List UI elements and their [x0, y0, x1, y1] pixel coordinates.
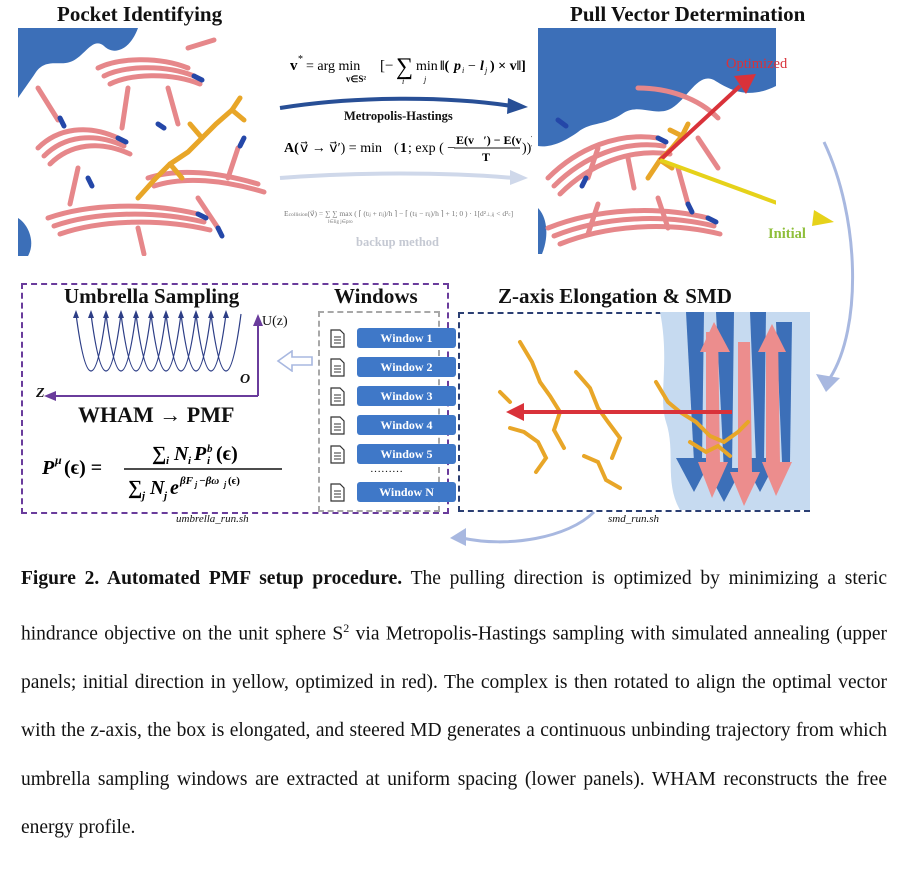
smd-script-label: smd_run.sh	[608, 513, 660, 525]
flow-arrow-right-down	[816, 141, 854, 392]
svg-text:μ: μ	[54, 453, 62, 467]
pmf-equation: P μ (ϵ) = ∑ i N i P b i (ϵ) ∑ j N j e βF…	[42, 443, 282, 502]
svg-text:1: 1	[400, 141, 407, 156]
caption-superscript: 2	[343, 620, 350, 635]
svg-text:A(: A(	[284, 141, 299, 156]
svg-text:i: i	[166, 455, 170, 467]
metropolis-arrow	[279, 96, 528, 114]
svg-text:i: i	[188, 455, 192, 467]
svg-text:j: j	[423, 75, 427, 84]
windows-panel-title: Windows	[334, 284, 418, 308]
window-item-5[interactable]: Window 5	[357, 444, 456, 464]
figure-caption: Figure 2. Automated PMF setup procedure.…	[21, 555, 887, 853]
backup-arrow	[279, 170, 528, 185]
svg-text:l∈lig j∈pro: l∈lig j∈pro	[328, 219, 353, 224]
svg-text:) × v‖]: ) × v‖]	[490, 59, 526, 74]
objective-equation: v * = arg min v∈S² [− ∑ i min j ‖( p i −…	[290, 54, 526, 84]
svg-text:j: j	[140, 490, 146, 502]
windows-ellipsis: ………	[370, 463, 403, 475]
svg-text:p: p	[453, 59, 461, 74]
document-icon	[330, 445, 345, 464]
svg-text:l: l	[480, 59, 484, 74]
z-axis-label: Z	[36, 386, 45, 401]
umbrella-script-label: umbrella_run.sh	[176, 513, 249, 525]
umbrella-potential-plot	[44, 310, 263, 401]
svg-text:−βω: −βω	[199, 475, 219, 487]
document-icon	[330, 483, 345, 502]
svg-text:∑: ∑	[152, 443, 166, 465]
svg-text:v: v	[290, 58, 298, 74]
svg-text:T: T	[482, 150, 490, 164]
initial-arrowhead	[812, 210, 834, 226]
svg-text:N: N	[149, 477, 166, 499]
window-item-n[interactable]: Window N	[357, 482, 456, 502]
svg-text:∑: ∑	[128, 477, 142, 499]
svg-text:; exp ( −: ; exp ( −	[408, 141, 455, 156]
svg-text:v∈S²: v∈S²	[346, 74, 366, 84]
svg-text:b: b	[207, 443, 213, 455]
svg-text:j: j	[193, 480, 198, 489]
origin-label: O	[240, 372, 251, 387]
svg-text:i: i	[462, 66, 464, 75]
svg-text:min: min	[416, 59, 438, 74]
pull-panel-title: Pull Vector Determination	[570, 2, 806, 26]
svg-text:[−: [−	[380, 58, 393, 74]
svg-text:i: i	[402, 77, 404, 84]
svg-text:βF: βF	[179, 475, 194, 487]
umbrella-panel-title: Umbrella Sampling	[64, 284, 240, 308]
window-item-1[interactable]: Window 1	[357, 328, 456, 348]
caption-text-part2: via Metropolis-Hastings sampling with si…	[21, 623, 887, 839]
pull-structure-image	[538, 28, 776, 254]
pocket-panel-title: Pocket Identifying	[57, 2, 223, 26]
backup-method-label: backup method	[356, 235, 440, 249]
svg-text:= arg min: = arg min	[306, 59, 360, 74]
svg-text:‖(: ‖(	[440, 59, 450, 74]
svg-text:(ϵ): (ϵ)	[216, 443, 238, 465]
window-item-2[interactable]: Window 2	[357, 357, 456, 377]
windows-list: Window 1 Window 2 Window 3 Window 4 Wind…	[318, 311, 456, 512]
svg-text:j: j	[162, 490, 168, 502]
acceptance-equation: A( v⃗ → v⃗′) = min ( 1 ; exp ( − E(v⃗′) …	[284, 133, 532, 164]
document-icon	[330, 329, 345, 348]
svg-text:(ϵ) =: (ϵ) =	[64, 457, 102, 479]
smd-structure-image	[498, 312, 810, 510]
wham-label: WHAM → PMF	[78, 402, 235, 427]
collision-equation: Ecollision(v⃗) = ∑ ∑ max ( ⌈ (tij + rij)…	[284, 209, 513, 224]
metropolis-label: Metropolis-Hastings	[344, 109, 453, 123]
svg-text:N: N	[173, 443, 190, 465]
svg-text:P: P	[193, 443, 207, 465]
svg-text:∑: ∑	[396, 54, 413, 80]
svg-text:Ecollision(v⃗) = ∑ ∑ max ( ⌈ (: Ecollision(v⃗) = ∑ ∑ max ( ⌈ (tij + rij)…	[284, 209, 513, 218]
svg-text:j: j	[222, 480, 227, 489]
optimized-label: Optimized	[726, 56, 788, 72]
u-axis-label: U(z)	[262, 314, 288, 329]
svg-text:*: *	[298, 54, 303, 65]
svg-text:)): ))	[522, 141, 532, 156]
svg-text:v⃗ → v⃗′) = min: v⃗ → v⃗′) = min	[300, 141, 382, 156]
svg-text:E(v⃗′) − E(v⃗): E(v⃗′) − E(v⃗)	[456, 133, 532, 147]
svg-text:e: e	[170, 477, 179, 499]
window-item-4[interactable]: Window 4	[357, 415, 456, 435]
smd-panel-title: Z-axis Elongation & SMD	[498, 284, 732, 308]
figure-label: Figure 2. Automated PMF setup procedure.	[21, 568, 403, 589]
pocket-structure-image	[18, 28, 267, 256]
document-icon	[330, 416, 345, 435]
window-item-3[interactable]: Window 3	[357, 386, 456, 406]
svg-text:i: i	[207, 455, 211, 467]
flow-arrow-bottom	[450, 510, 596, 546]
document-icon	[330, 387, 345, 406]
svg-text:−: −	[468, 59, 476, 74]
svg-text:P: P	[42, 457, 55, 479]
caption-text-part1: The pulling direction is optimized by mi…	[21, 568, 887, 645]
initial-label: Initial	[768, 226, 806, 242]
document-icon	[330, 358, 345, 377]
svg-text:(: (	[394, 141, 399, 156]
svg-text:j: j	[484, 66, 488, 75]
windows-to-umbrella-arrow	[276, 350, 313, 372]
svg-text:(ϵ): (ϵ)	[228, 475, 240, 487]
